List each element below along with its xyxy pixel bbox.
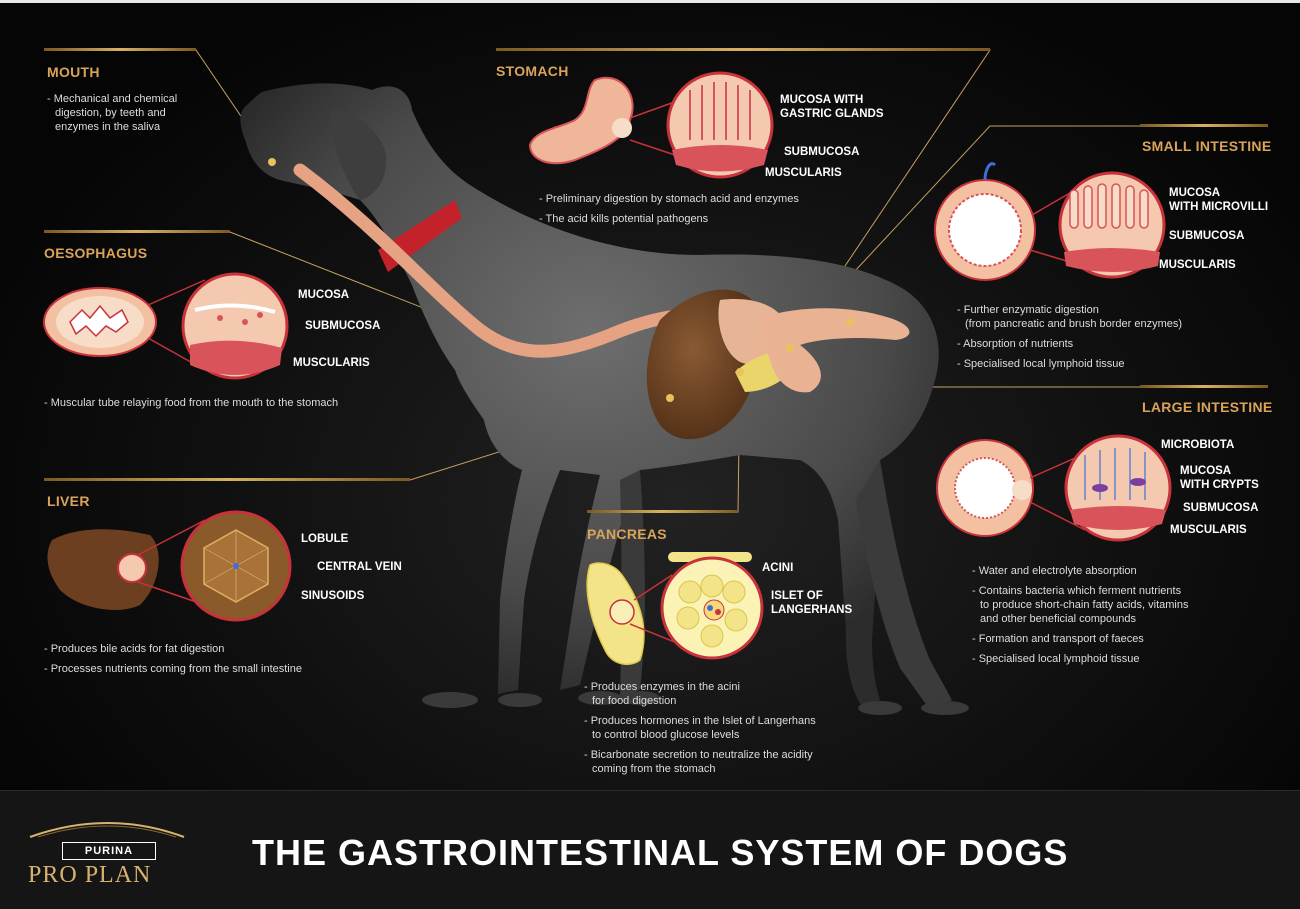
small-intestine-title: SMALL INTESTINE: [1142, 138, 1272, 154]
liver-label-central-vein: CENTRAL VEIN: [317, 561, 402, 573]
liver-label-lobule: LOBULE: [301, 533, 349, 545]
stomach-point: - Preliminary digestion by stomach acid …: [539, 193, 799, 205]
pancreas-point: for food digestion: [592, 695, 677, 707]
pancreas-point: - Produces hormones in the Islet of Lang…: [584, 715, 816, 727]
large-intestine-title: LARGE INTESTINE: [1142, 399, 1273, 415]
pancreas-point: coming from the stomach: [592, 763, 716, 775]
large-intestine-label-line: MUCOSA: [1180, 465, 1232, 477]
small-intestine-label-line: MUCOSA: [1169, 187, 1221, 199]
large-intestine-point: and other beneficial compounds: [980, 613, 1136, 625]
large-intestine-label-muscularis: MUSCULARIS: [1170, 524, 1247, 536]
large-intestine-point: to produce short-chain fatty acids, vita…: [980, 599, 1189, 611]
stomach-label-muscularis: MUSCULARIS: [765, 167, 842, 179]
stomach-point: - The acid kills potential pathogens: [539, 213, 709, 225]
liver-point: - Produces bile acids for fat digestion: [44, 643, 225, 655]
oesophagus-label-mucosa: MUCOSA: [298, 289, 350, 301]
stomach-label-line: MUCOSA WITH: [780, 94, 864, 106]
oesophagus-point: - Muscular tube relaying food from the m…: [44, 397, 339, 409]
large-intestine-point: - Contains bacteria which ferment nutrie…: [972, 585, 1182, 597]
oesophagus-title: OESOPHAGUS: [44, 245, 148, 261]
mouth-title: MOUTH: [47, 64, 100, 80]
small-intestine-insets: [934, 162, 1166, 281]
small-intestine-point: - Absorption of nutrients: [957, 338, 1074, 350]
pancreas-description: - Produces enzymes in the acini for food…: [584, 680, 884, 782]
pancreas-point: to control blood glucose levels: [592, 729, 740, 741]
liver-point: - Processes nutrients coming from the sm…: [44, 663, 302, 675]
oesophagus-label-submucosa: SUBMUCOSA: [305, 320, 381, 332]
small-intestine-label-submucosa: SUBMUCOSA: [1169, 230, 1245, 242]
small-intestine-bar: [1140, 124, 1268, 127]
small-intestine-label-line: WITH MICROVILLI: [1169, 201, 1269, 213]
liver-bar: [44, 478, 410, 481]
oesophagus-tube: [293, 163, 727, 358]
mouth-point: digestion, by teeth and: [55, 107, 166, 119]
large-intestine-label-mucosa: MUCOSA WITH CRYPTS: [1180, 464, 1259, 492]
purina-logo: PURINA: [62, 842, 156, 860]
stomach-description: - Preliminary digestion by stomach acid …: [539, 192, 859, 232]
large-intestine-point: - Formation and transport of faeces: [972, 633, 1144, 645]
small-intestine-point: (from pancreatic and brush border enzyme…: [965, 318, 1183, 330]
oesophagus-bar: [44, 230, 230, 233]
stomach-label-line: GASTRIC GLANDS: [780, 108, 884, 120]
pancreas-label-acini: ACINI: [762, 562, 794, 574]
large-intestine-description: - Water and electrolyte absorption - Con…: [972, 564, 1272, 672]
liver-label-sinusoids: SINUSOIDS: [301, 590, 365, 602]
mouth-point: - Mechanical and chemical: [47, 93, 178, 105]
pancreas-title: PANCREAS: [587, 526, 667, 542]
intestine-organ: [760, 308, 910, 393]
small-intestine-point: - Further enzymatic digestion: [957, 304, 1099, 316]
large-intestine-label-submucosa: SUBMUCOSA: [1183, 502, 1259, 514]
proplan-logo-arc: [29, 822, 185, 838]
large-intestine-label-microbiota: MICROBIOTA: [1161, 439, 1235, 451]
oesophagus-description: - Muscular tube relaying food from the m…: [44, 396, 424, 416]
footer: [0, 790, 1300, 909]
proplan-logo: PRO PLAN: [28, 862, 152, 888]
pancreas-point: - Bicarbonate secretion to neutralize th…: [584, 749, 813, 761]
pancreas-label-islet: ISLET OF LANGERHANS: [771, 589, 852, 617]
mouth-bar: [44, 48, 196, 51]
small-intestine-description: - Further enzymatic digestion (from panc…: [957, 303, 1257, 377]
oesophagus-insets: [43, 272, 289, 380]
oesophagus-label-muscularis: MUSCULARIS: [293, 357, 370, 369]
pancreas-insets: [586, 552, 764, 666]
pancreas-bar: [587, 510, 738, 513]
pancreas-point: - Produces enzymes in the acini: [584, 681, 740, 693]
stomach-label-mucosa: MUCOSA WITH GASTRIC GLANDS: [780, 93, 884, 121]
large-intestine-label-line: WITH CRYPTS: [1180, 479, 1259, 491]
large-intestine-point: - Water and electrolyte absorption: [972, 565, 1137, 577]
mouth-description: - Mechanical and chemical digestion, by …: [47, 92, 207, 134]
pancreas-label-line: LANGERHANS: [771, 604, 853, 616]
stomach-label-submucosa: SUBMUCOSA: [784, 146, 860, 158]
large-intestine-bar: [1140, 385, 1268, 388]
stomach-insets: [528, 71, 774, 179]
top-border: [0, 0, 1300, 3]
page-title: THE GASTROINTESTINAL SYSTEM OF DOGS: [252, 832, 1069, 873]
small-intestine-label-muscularis: MUSCULARIS: [1159, 259, 1236, 271]
small-intestine-label-mucosa: MUCOSA WITH MICROVILLI: [1169, 186, 1268, 214]
mouth-point: enzymes in the saliva: [55, 121, 161, 133]
small-intestine-point: - Specialised local lymphoid tissue: [957, 358, 1125, 370]
stomach-bar: [496, 48, 990, 51]
liver-title: LIVER: [47, 493, 90, 509]
large-intestine-insets: [936, 434, 1172, 542]
liver-description: - Produces bile acids for fat digestion …: [44, 642, 374, 682]
stomach-title: STOMACH: [496, 63, 569, 79]
pancreas-label-line: ISLET OF: [771, 590, 823, 602]
large-intestine-point: - Specialised local lymphoid tissue: [972, 653, 1140, 665]
liver-insets: [47, 510, 292, 622]
